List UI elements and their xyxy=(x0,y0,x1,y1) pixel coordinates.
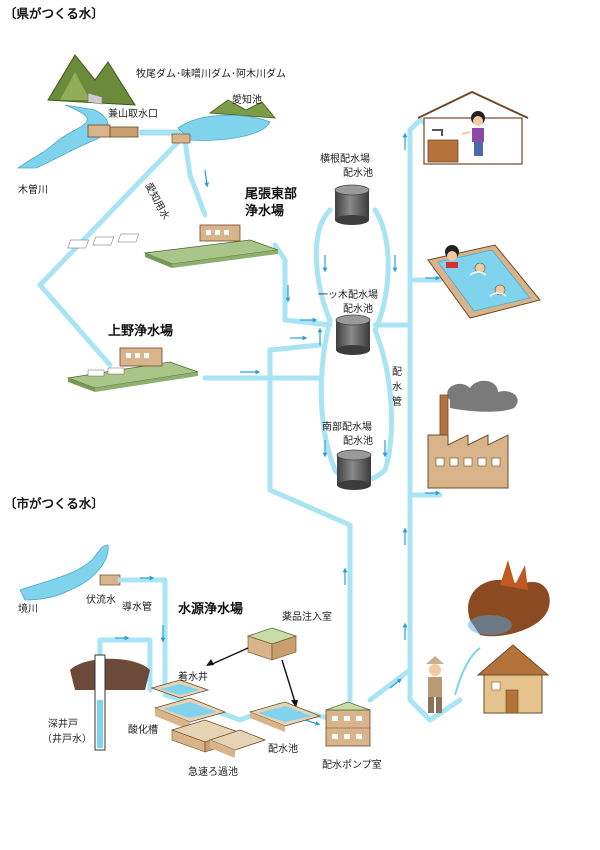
dist-reservoir-label: 配水池 xyxy=(268,742,298,755)
nanbu-label-line2: 配水池 xyxy=(343,434,373,447)
deep-well-icon xyxy=(70,654,150,751)
owari-plant-label-line2: 浄水場 xyxy=(245,203,284,219)
receiving-well-label: 着水井 xyxy=(178,670,208,683)
conduit-label: 導水管 xyxy=(122,600,152,613)
distribution-pipe-label-2: 水 xyxy=(392,381,402,393)
aichi-pond-icon xyxy=(171,99,276,144)
owari-plant-icon xyxy=(67,224,279,268)
fire-house-icon xyxy=(426,560,550,714)
yokone-tank-icon xyxy=(334,184,370,225)
house-tap-icon xyxy=(417,90,529,165)
chemical-room-icon xyxy=(246,627,298,661)
deep-well-label-line2: （井戸水） xyxy=(42,732,92,745)
dams-label: 牧尾ダム･味噌川ダム･阿木川ダム xyxy=(136,67,286,80)
nanbu-label-line1: 南部配水場 xyxy=(322,420,372,433)
distribution-pipe-label-1: 配 xyxy=(392,366,402,378)
city-flow-arrows xyxy=(115,575,321,726)
oxidation-tank-icon xyxy=(153,697,227,730)
infiltration-label: 伏流水 xyxy=(86,593,116,606)
yokone-label-line2: 配水池 xyxy=(343,166,373,179)
prefecture-section-header: 〔県がつくる水〕 xyxy=(4,6,104,21)
chemical-room-label: 薬品注入室 xyxy=(282,610,332,623)
aichi-canal-label: 愛知用水 xyxy=(142,180,172,221)
pump-room-icon xyxy=(325,701,371,747)
intake-label: 兼山取水口 xyxy=(108,107,158,120)
aichi-pond-label: 愛知池 xyxy=(232,93,262,106)
nanbu-tank-icon xyxy=(336,449,372,490)
kiso-river-label: 木曽川 xyxy=(18,183,48,196)
rapid-filter-label: 急速ろ過池 xyxy=(188,765,238,778)
chemical-arrows xyxy=(206,647,298,708)
intake-building-icon xyxy=(87,124,181,138)
swimming-pool-icon xyxy=(427,244,541,319)
pump-room-label: 配水ポンプ室 xyxy=(322,758,382,771)
deep-well-label-line1: 深井戸 xyxy=(48,717,78,730)
yokone-label-line1: 横根配水場 xyxy=(320,152,370,165)
ueno-plant-label: 上野浄水場 xyxy=(108,323,173,339)
receiving-well-icon xyxy=(150,679,210,699)
factory-icon xyxy=(427,380,518,489)
city-section-header: 〔市がつくる水〕 xyxy=(4,496,104,511)
hitotsugi-label-line1: 一ッ木配水場 xyxy=(318,288,378,301)
source-plant-label: 水源浄水場 xyxy=(178,601,243,617)
sakai-river-icon xyxy=(19,544,121,601)
hitotsugi-label-line2: 配水池 xyxy=(343,302,373,315)
hitotsugi-tank-icon xyxy=(335,314,371,355)
owari-plant-label-line1: 尾張東部 xyxy=(245,186,297,202)
rapid-filter-icon xyxy=(170,719,267,758)
pipe-network-prefecture xyxy=(37,117,463,723)
ueno-plant-icon xyxy=(66,347,199,392)
sakai-river-label: 境川 xyxy=(18,602,38,615)
oxidation-tank-label: 酸化槽 xyxy=(128,723,158,736)
dist-reservoir-icon xyxy=(248,701,322,732)
distribution-pipe-label-3: 管 xyxy=(392,395,402,408)
